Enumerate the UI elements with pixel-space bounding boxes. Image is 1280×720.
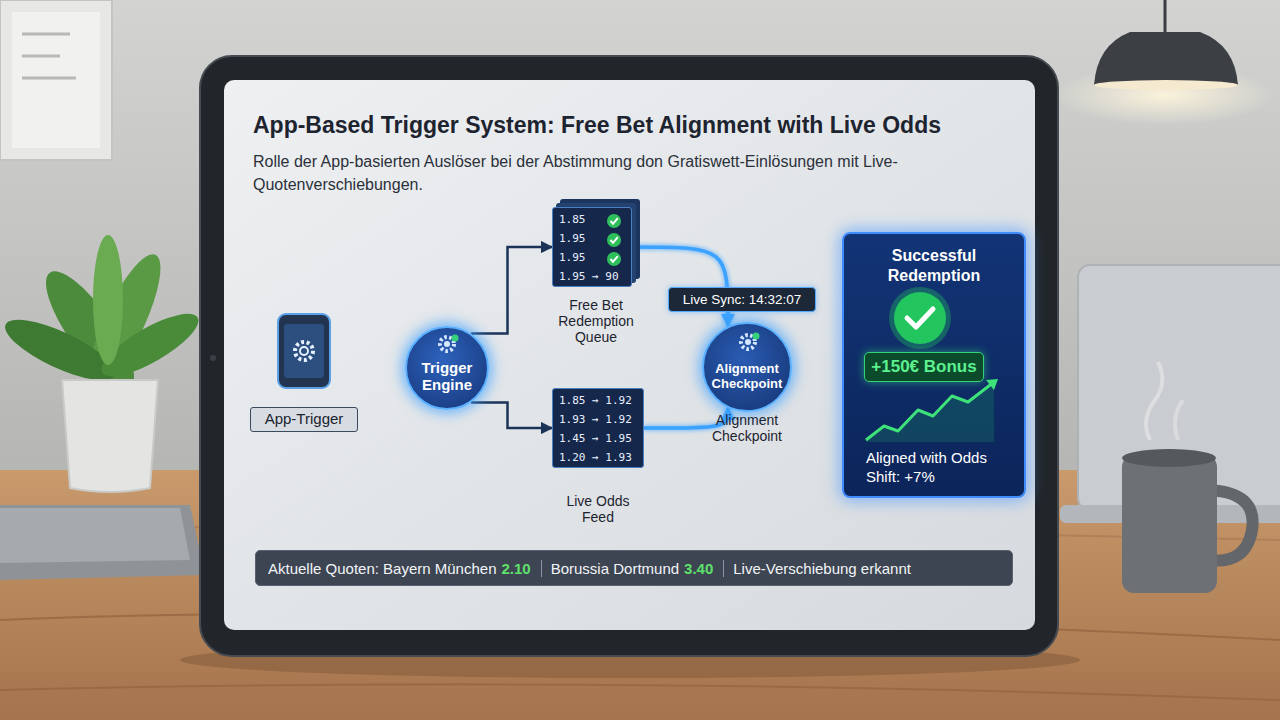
plant-pot	[62, 380, 158, 492]
check-mark	[611, 256, 618, 262]
node-label: Alignment Checkpoint	[706, 361, 788, 391]
gear-hub	[444, 341, 450, 347]
odds-row: 1.93 → 1.92	[553, 410, 643, 429]
plant-leaf	[93, 235, 123, 365]
phone-screen	[284, 324, 324, 378]
connector-arrow	[358, 366, 405, 370]
chart-arrow	[986, 379, 998, 390]
link-dot	[753, 333, 760, 340]
mug	[1122, 455, 1217, 593]
connector-arrow	[471, 247, 552, 334]
gear-hub	[300, 347, 308, 355]
check-badge	[607, 252, 621, 266]
odds-row: 1.95 → 90	[553, 267, 631, 286]
node-shape: 1.85 → 1.921.93 → 1.921.45 → 1.951.20 → …	[552, 388, 644, 468]
node-label: Free Bet Redemption Queue	[548, 297, 644, 345]
keyboard-surface	[0, 508, 190, 563]
mug-rim	[1122, 449, 1216, 467]
gear-icon	[741, 335, 755, 349]
success-glow	[889, 287, 951, 349]
lamp-shade	[1094, 32, 1238, 85]
node-label: Live Odds Feed	[558, 493, 638, 525]
success-badge	[894, 292, 946, 344]
bonus-pill: +150€ Bonus	[864, 352, 984, 382]
odds-bar: Aktuelle Quoten: Bayern München 2.10 Borus…	[255, 550, 1013, 586]
chart-area	[866, 382, 994, 442]
frame-line	[22, 33, 70, 36]
bar-text: Borussia Dortmund	[541, 560, 679, 577]
bar-text: Live-Verschiebung erkannt	[723, 560, 911, 577]
panel-note: Aligned with Odds Shift: +7%	[866, 448, 988, 486]
node-label: App-Trigger	[250, 407, 358, 432]
success-check	[907, 309, 933, 327]
checkpoint-node: Alignment CheckpointAlignment Checkpoint	[695, 322, 799, 446]
phone-icon	[278, 314, 330, 388]
frame-line	[22, 77, 76, 80]
steam	[1175, 400, 1183, 440]
bar-odds: 3.40	[684, 560, 713, 577]
frame-paper	[12, 12, 100, 148]
gear-icon	[295, 342, 313, 360]
bar-odds: 2.10	[501, 560, 530, 577]
bar-text: Aktuelle Quoten: Bayern München	[268, 560, 496, 577]
link-dot	[452, 335, 459, 342]
odds-row: 1.20 → 1.93	[553, 448, 643, 467]
node-shape: 1.851.951.951.95 → 90	[552, 207, 632, 287]
engine-circle: Trigger Engine	[405, 326, 489, 410]
odds-row: 1.95	[553, 229, 631, 248]
tablet-camera	[210, 355, 216, 361]
wall-frame	[0, 0, 112, 160]
connector-arrow	[471, 402, 552, 428]
odds-row: 1.85 → 1.92	[553, 391, 643, 410]
node-label: Trigger Engine	[411, 359, 483, 393]
sync-text: Live Sync: 14:32:07	[683, 292, 802, 307]
connector-arrow	[792, 365, 842, 369]
node-shape: Alignment Checkpoint	[702, 322, 792, 412]
feed-node: 1.85 → 1.921.93 → 1.921.45 → 1.951.20 → …	[548, 386, 648, 532]
steam	[1146, 362, 1162, 440]
check-badge	[607, 214, 621, 228]
gear-icon	[440, 337, 454, 351]
diagram-caption: Rolle der App-basierten Auslöser bei der…	[253, 150, 965, 196]
panel-heading: Successful Redemption	[854, 246, 1014, 286]
check-mark	[611, 218, 618, 224]
lamp-cord	[1164, 0, 1167, 32]
keyboard-laptop	[0, 505, 205, 580]
chart-line	[866, 382, 994, 440]
success-panel: Successful RedemptionAligned with Odds S…	[842, 232, 1026, 498]
wood-grain	[0, 684, 1280, 700]
check-badge	[607, 233, 621, 247]
queue-node: 1.851.951.951.95 → 90Free Bet Redemption…	[548, 205, 644, 347]
lamp-light	[1094, 80, 1238, 90]
frame-line	[22, 55, 60, 58]
sync-badge: Live Sync: 14:32:07	[668, 287, 816, 312]
gear-hub	[745, 339, 751, 345]
tablet-screen	[224, 80, 1035, 630]
bonus-text: +150€ Bonus	[871, 357, 976, 377]
diagram-title: App-Based Trigger System: Free Bet Align…	[253, 112, 941, 139]
connector-arrow	[644, 408, 728, 428]
node-label: Alignment Checkpoint	[695, 412, 799, 444]
app-trigger-node: App-Trigger	[250, 312, 358, 434]
odds-row: 1.45 → 1.95	[553, 429, 643, 448]
connector-arrow	[489, 366, 702, 370]
odds-row: 1.95	[553, 248, 631, 267]
tablet-bezel	[200, 56, 1058, 656]
check-mark	[611, 237, 618, 243]
odds-row: 1.85	[553, 210, 631, 229]
